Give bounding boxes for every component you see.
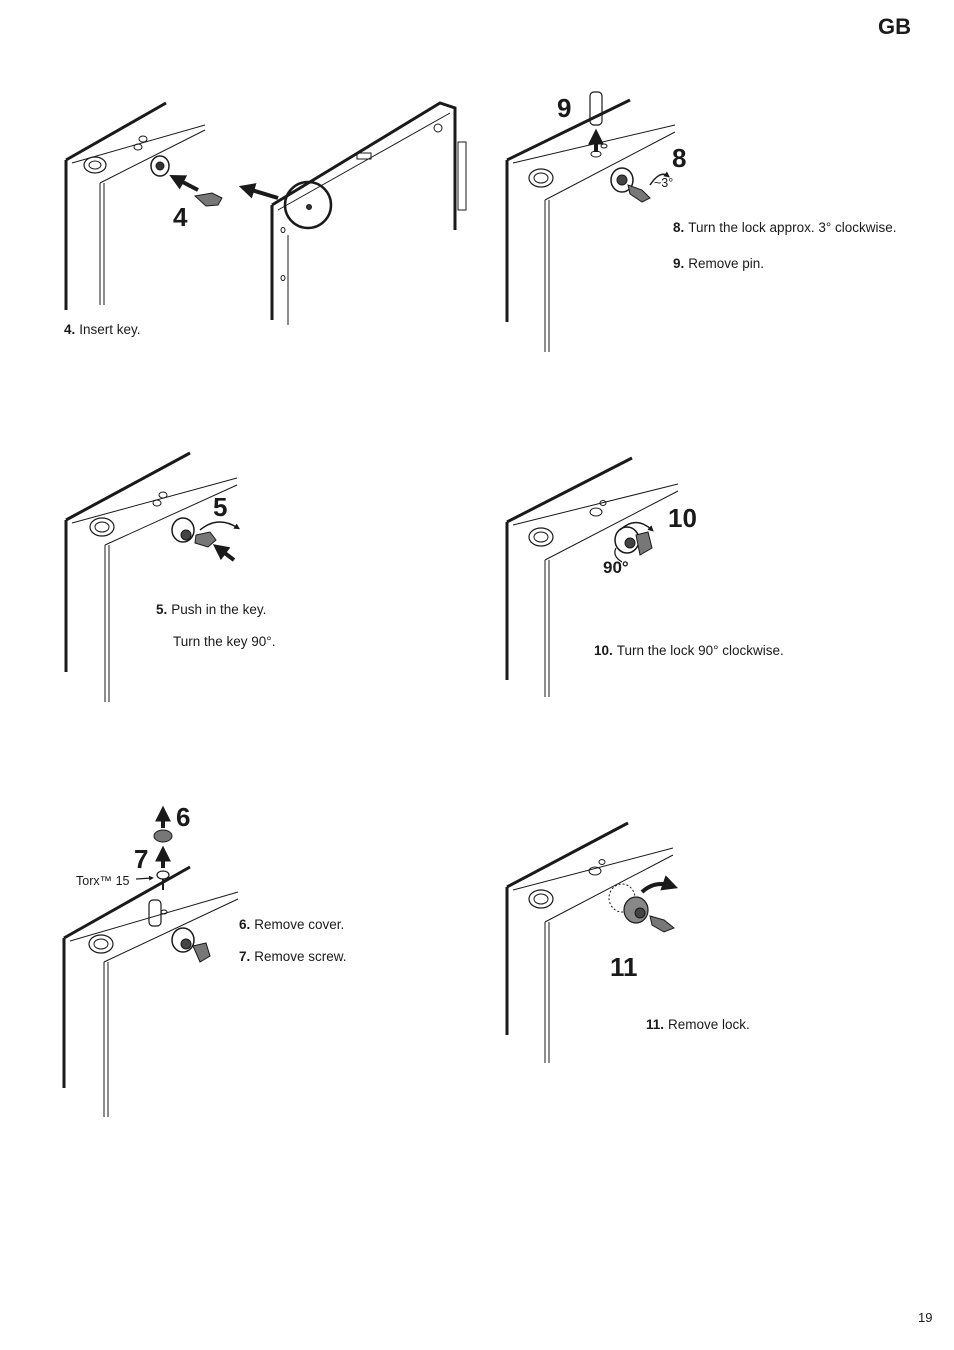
caption-step-7: 7.Remove screw.: [239, 948, 347, 965]
caption-step-4: 4.Insert key.: [64, 321, 141, 338]
step-number: 5.: [156, 602, 168, 617]
step-number: 7.: [239, 949, 251, 964]
step-number: 8.: [673, 220, 685, 235]
figure-label-9: 9: [557, 93, 572, 123]
caption-step-11: 11.Remove lock.: [646, 1016, 750, 1033]
caption-step-10: 10.Turn the lock 90° clockwise.: [594, 642, 784, 659]
caption-step-5-line-2: Turn the key 90°.: [173, 634, 276, 649]
angle-label-3deg: ~3°: [654, 176, 674, 190]
figure-steps-8-9: [505, 91, 676, 352]
step-text: Remove lock.: [668, 1017, 750, 1032]
step-text: Turn the lock 90° clockwise.: [616, 643, 784, 658]
caption-step-8: 8.Turn the lock approx. 3° clockwise.: [673, 219, 897, 236]
figure-label-11: 11: [610, 952, 638, 982]
figure-label-7: 7: [134, 844, 149, 874]
step-number: 10.: [594, 643, 613, 658]
language-code: GB: [878, 14, 911, 39]
page-number: 19: [918, 1310, 933, 1325]
step-number: 9.: [673, 256, 685, 271]
caption-step-5: 5.Push in the key.: [156, 601, 266, 618]
figure-step-10: [505, 456, 679, 697]
step-number: 11.: [646, 1017, 665, 1032]
figure-label-10: 10: [668, 503, 697, 533]
figure-label-6: 6: [176, 802, 191, 832]
step-number: 4.: [64, 322, 76, 337]
figure-step-11: [505, 821, 679, 1063]
step-text: Remove cover.: [254, 917, 345, 932]
tool-label-torx: Torx™ 15: [76, 874, 130, 888]
caption-step-9: 9.Remove pin.: [673, 255, 764, 272]
figure-label-4: 4: [173, 202, 188, 232]
caption-step-6: 6.Remove cover.: [239, 916, 344, 933]
step-text: Remove pin.: [688, 256, 765, 271]
step-number: 6.: [239, 917, 251, 932]
figure-label-5: 5: [213, 492, 228, 522]
figure-steps-6-7: [62, 805, 239, 1117]
figure-step-4: [64, 101, 467, 325]
step-text: Turn the lock approx. 3° clockwise.: [688, 220, 897, 235]
step-text: Remove screw.: [254, 949, 347, 964]
figure-label-8: 8: [672, 143, 687, 173]
angle-label-90deg: 90°: [603, 558, 629, 577]
step-text: Push in the key.: [171, 602, 267, 617]
figure-step-5: [64, 451, 241, 702]
step-text: Insert key.: [79, 322, 141, 337]
